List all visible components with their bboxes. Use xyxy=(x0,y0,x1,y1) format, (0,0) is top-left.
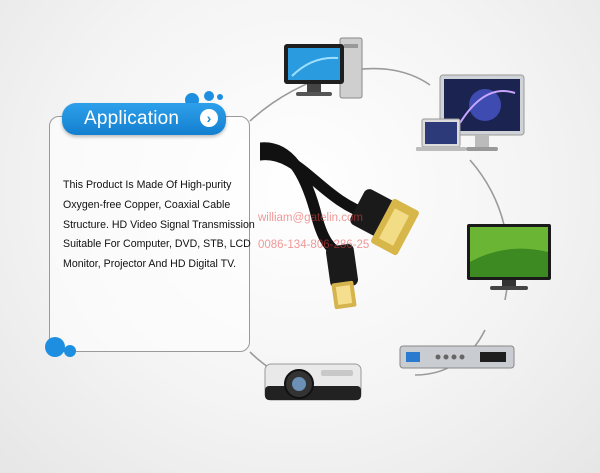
hdmi-dvi-cable-icon xyxy=(260,142,419,310)
projector-icon xyxy=(264,363,362,401)
decor-dot xyxy=(204,91,214,101)
watermark-phone: 0086-134-806-286-25 xyxy=(258,239,370,251)
application-panel xyxy=(49,116,250,352)
decor-dot xyxy=(45,337,65,357)
laptop-and-monitor-icon xyxy=(416,74,525,151)
set-top-box-icon xyxy=(399,345,515,369)
decor-dot xyxy=(217,94,223,100)
desktop-computer-icon xyxy=(284,37,363,99)
watermark-email: william@gatelin.com xyxy=(258,212,363,224)
product-description: This Product Is Made Of High-purity Oxyg… xyxy=(63,179,255,271)
decor-dot xyxy=(64,345,76,357)
application-title: Application xyxy=(84,108,180,129)
lcd-tv-icon xyxy=(467,224,551,290)
chevron-right-icon[interactable]: › xyxy=(200,109,218,127)
watermark: william@gatelin.com 0086-134-806-286-25 xyxy=(258,205,369,259)
application-header: Application › xyxy=(62,103,226,135)
